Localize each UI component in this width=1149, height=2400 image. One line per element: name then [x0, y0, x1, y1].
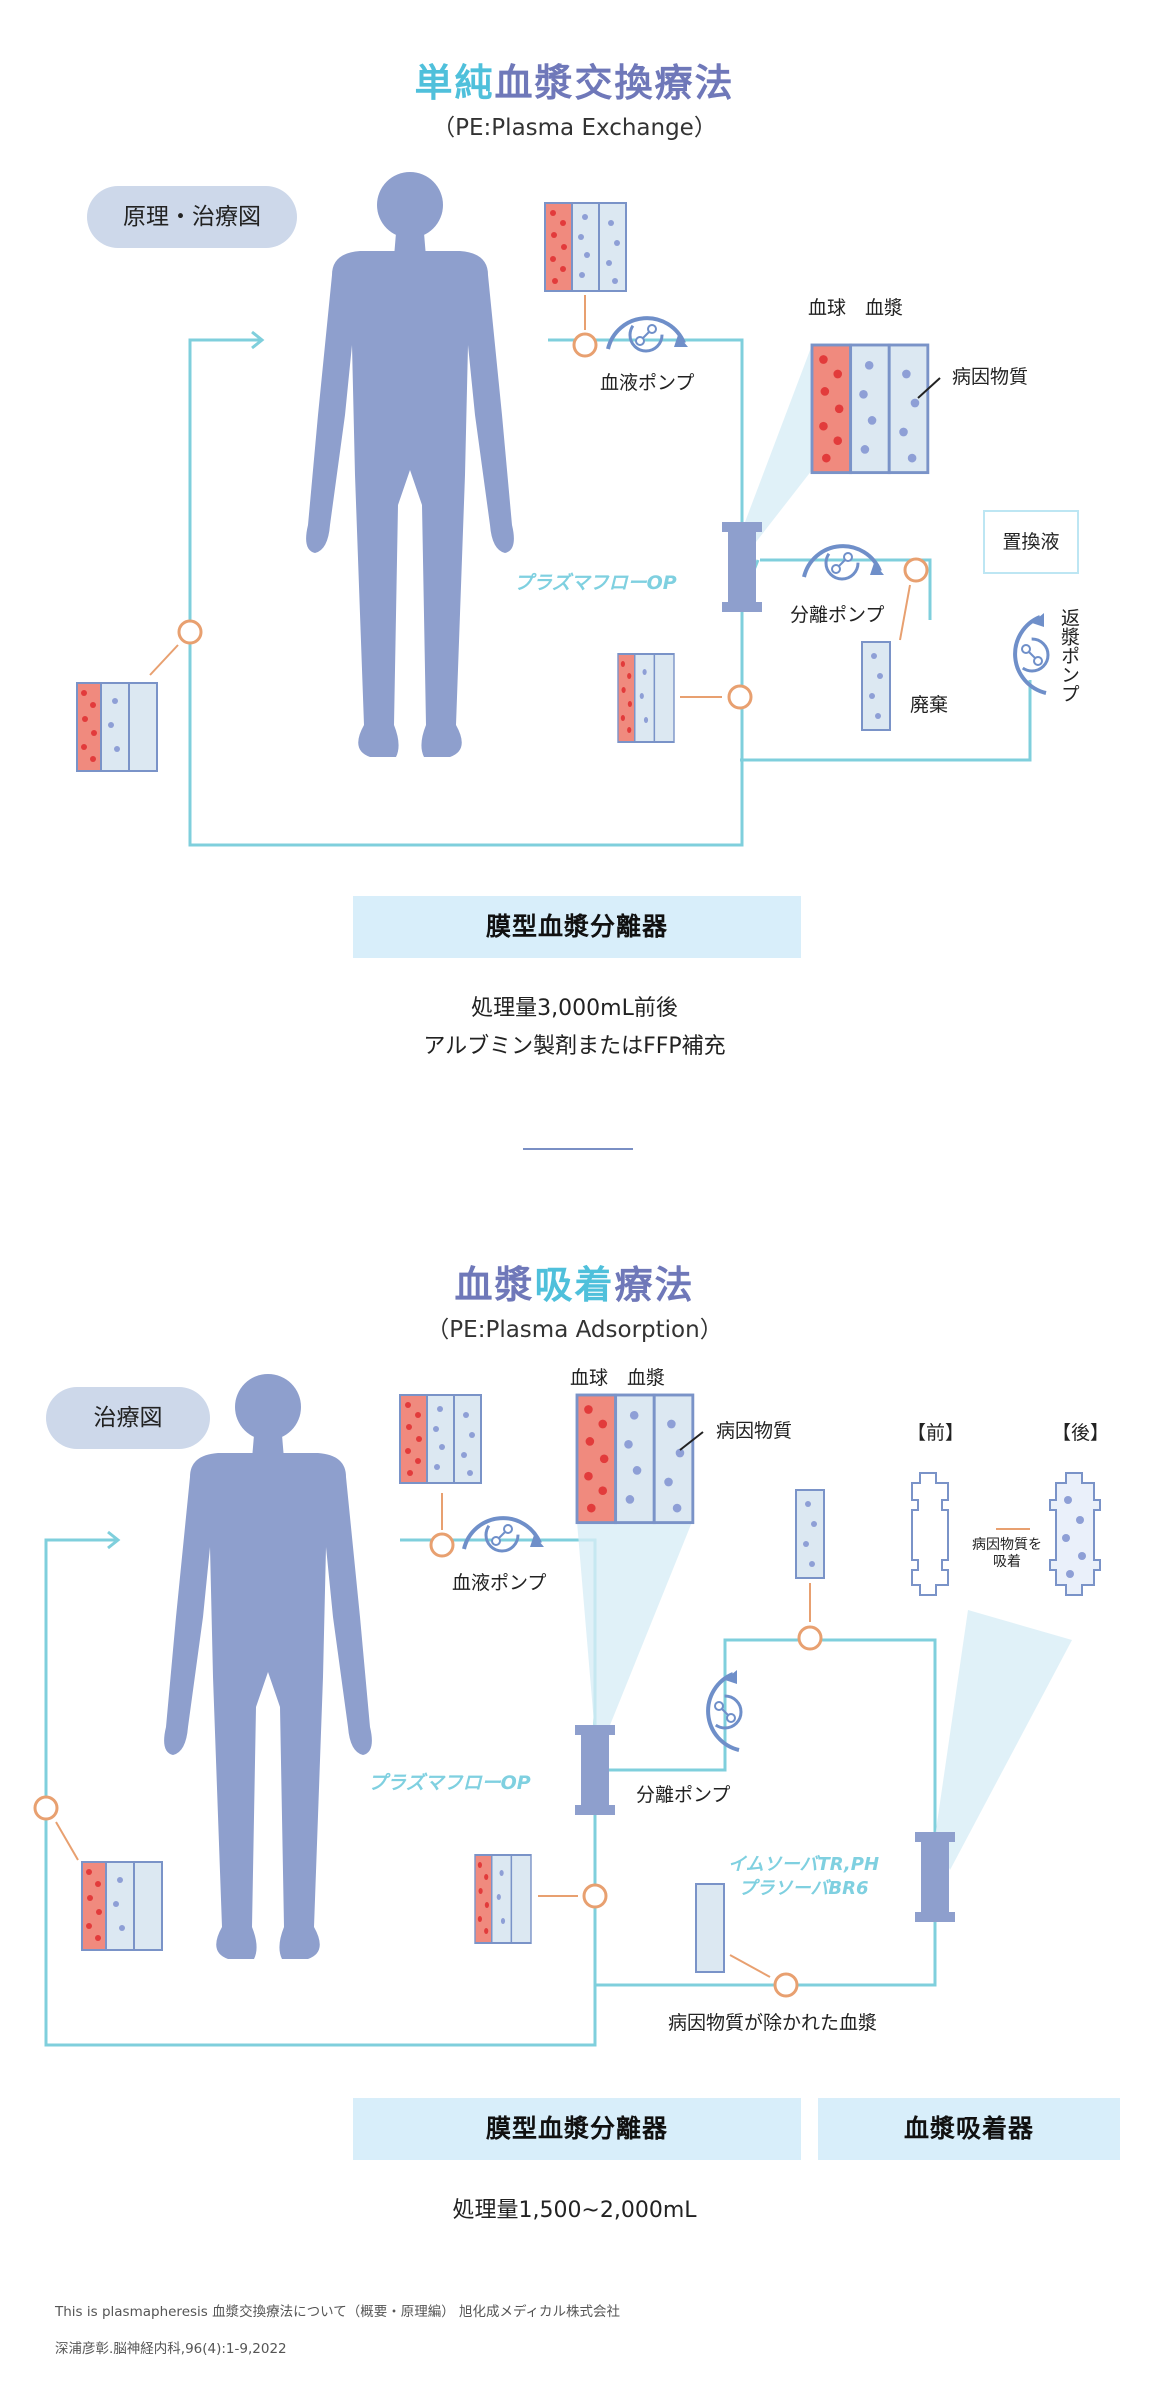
section1-diagram [76, 172, 1050, 847]
section1-blood-pump-label: 血液ポンプ [600, 372, 695, 394]
section2-diagram [33, 1374, 1101, 2047]
section2-adsorb-note-line1: 病因物質を [972, 1537, 1042, 1553]
section2-title-part3: 療法 [614, 1263, 695, 1307]
section2-pill: 治療図 [46, 1387, 210, 1449]
section1-filter-name: プラズマフローOP [514, 572, 677, 594]
section2-adsorber-name: イムソーバTR,PH プラソーバBR6 [728, 1853, 879, 1901]
section2-after-label: 【後】 [1052, 1422, 1110, 1444]
section2-device-bar-2: 血漿吸着器 [818, 2098, 1120, 2160]
section1-pill: 原理・治療図 [87, 186, 297, 248]
section2-adsorb-note-line2: 吸着 [993, 1554, 1021, 1570]
reference-line1: This is plasmapheresis 血漿交換療法について（概要・原理編… [55, 2304, 621, 2320]
section1-replacement-fluid: 置換液 [983, 510, 1079, 574]
section2-subtitle: （PE:Plasma Adsorption） [426, 1317, 723, 1343]
section2-filter-name: プラズマフローOP [368, 1772, 531, 1794]
section2-title-part2: 吸着 [534, 1263, 615, 1307]
section1-return-pump-label: 返漿ポンプ [1058, 608, 1080, 703]
section2-title: 血漿吸着療法 [0, 1254, 1149, 1309]
section1-pathogen-label: 病因物質 [952, 366, 1029, 388]
section1-title-part1: 単純 [414, 61, 495, 105]
section1-title-part2: 血漿交換療法 [494, 61, 735, 105]
section2-cell-labels: 血球 血漿 [570, 1367, 666, 1389]
section1-note-line2: アルブミン製剤またはFFP補充 [423, 1034, 726, 1059]
section-divider [523, 1148, 633, 1150]
section2-note: 処理量1,500~2,000mL [0, 2192, 1149, 2230]
section1-discard-label: 廃棄 [910, 694, 949, 716]
section2-adsorber-name-line1: イムソーバTR,PH [728, 1854, 880, 1875]
section1-note: 処理量3,000mL前後 アルブミン製剤またはFFP補充 [0, 990, 1149, 1066]
section2-pathogen-label: 病因物質 [716, 1420, 793, 1442]
section1-separation-pump-label: 分離ポンプ [790, 604, 885, 626]
reference-line2: 深浦彦彰.脳神経内科,96(4):1-9,2022 [55, 2341, 287, 2357]
section2-title-part1: 血漿 [454, 1263, 535, 1307]
section1-title: 単純血漿交換療法 [0, 52, 1149, 107]
section1-subtitle: （PE:Plasma Exchange） [432, 115, 717, 141]
section1-note-line1: 処理量3,000mL前後 [471, 996, 678, 1021]
section2-separation-pump-label: 分離ポンプ [636, 1784, 731, 1806]
section1-cell-labels: 血球 血漿 [808, 297, 904, 319]
section2-adsorb-note: 病因物質を 吸着 [962, 1537, 1052, 1571]
section1-device-bar: 膜型血漿分離器 [353, 896, 801, 958]
section2-removed-plasma-label: 病因物質が除かれた血漿 [668, 2012, 878, 2034]
section2-blood-pump-label: 血液ポンプ [452, 1572, 547, 1594]
section2-note-line1: 処理量1,500~2,000mL [452, 2198, 697, 2223]
section2-before-label: 【前】 [907, 1422, 965, 1444]
section2-device-bar-1: 膜型血漿分離器 [353, 2098, 801, 2160]
section2-adsorber-name-line2: プラソーバBR6 [738, 1878, 869, 1899]
